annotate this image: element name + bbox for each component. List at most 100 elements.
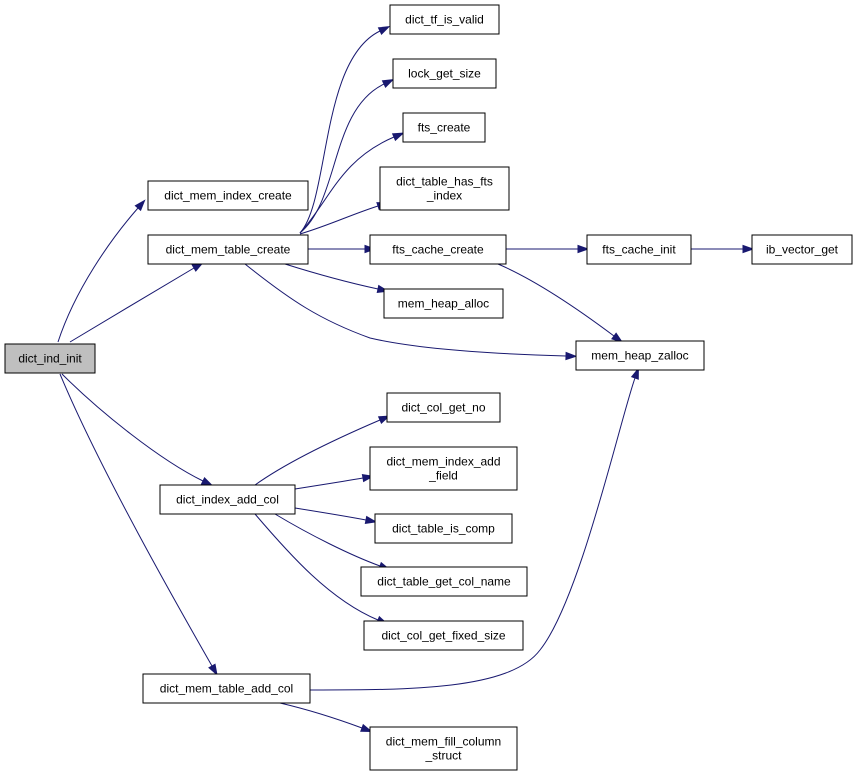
edge-line bbox=[299, 205, 379, 235]
node-dict_table_has_fts_index[interactable]: dict_table_has_fts_index bbox=[379, 166, 510, 211]
edge-line bbox=[254, 419, 381, 486]
edge-line bbox=[61, 373, 204, 482]
node-label: _field bbox=[428, 469, 458, 483]
edge-line bbox=[254, 513, 379, 621]
node-box[interactable] bbox=[379, 166, 510, 211]
node-box[interactable] bbox=[374, 513, 513, 544]
edge-line bbox=[309, 377, 636, 691]
edge-line bbox=[279, 702, 363, 729]
edge-dict_mem_table_create-to-dict_tf_is_valid bbox=[299, 25, 391, 234]
edge-fts_cache_init-to-ib_vector_get bbox=[691, 244, 755, 254]
edge-fts_cache_create-to-fts_cache_init bbox=[506, 244, 590, 254]
node-label: dict_mem_table_add_col bbox=[160, 682, 293, 696]
edge-line bbox=[299, 83, 385, 234]
edge-fts_cache_create-to-mem_heap_zalloc bbox=[497, 263, 624, 343]
node-label: dict_mem_table_create bbox=[166, 243, 291, 257]
edge-line bbox=[274, 513, 381, 567]
node-label: fts_cache_init bbox=[602, 243, 676, 257]
node-dict_mem_table_create[interactable]: dict_mem_table_create bbox=[147, 234, 309, 265]
node-fts_cache_init[interactable]: fts_cache_init bbox=[586, 234, 692, 265]
edge-dict_ind_init-to-dict_mem_table_create bbox=[69, 262, 204, 343]
node-dict_mem_table_add_col[interactable]: dict_mem_table_add_col bbox=[142, 673, 311, 704]
node-box[interactable] bbox=[147, 234, 309, 265]
edge-dict_index_add_col-to-dict_col_get_no bbox=[254, 415, 391, 486]
node-label: dict_col_get_no bbox=[401, 401, 485, 415]
node-label: _index bbox=[426, 189, 462, 203]
node-label: dict_table_is_comp bbox=[392, 522, 495, 536]
edge-dict_index_add_col-to-dict_mem_index_add_field bbox=[294, 473, 375, 490]
node-fts_cache_create[interactable]: fts_cache_create bbox=[369, 234, 507, 265]
edge-line bbox=[244, 263, 567, 357]
node-box[interactable] bbox=[575, 340, 705, 371]
node-label: dict_mem_index_create bbox=[164, 189, 292, 203]
node-box[interactable] bbox=[389, 4, 500, 35]
node-lock_get_size[interactable]: lock_get_size bbox=[392, 58, 497, 89]
node-fts_create[interactable]: fts_create bbox=[402, 112, 486, 143]
edge-line bbox=[299, 30, 381, 234]
node-mem_heap_alloc[interactable]: mem_heap_alloc bbox=[383, 288, 504, 319]
node-label: dict_mem_index_add bbox=[386, 455, 500, 469]
node-box[interactable] bbox=[386, 392, 501, 423]
edge-dict_mem_table_create-to-mem_heap_zalloc bbox=[244, 263, 578, 361]
node-label: mem_heap_alloc bbox=[398, 297, 489, 311]
node-dict_mem_index_add_field[interactable]: dict_mem_index_add_field bbox=[369, 446, 518, 491]
node-dict_index_add_col[interactable]: dict_index_add_col bbox=[159, 484, 296, 515]
node-box[interactable] bbox=[159, 484, 296, 515]
edge-line bbox=[59, 373, 213, 667]
edge-line bbox=[299, 136, 395, 234]
edge-dict_mem_table_create-to-mem_heap_alloc bbox=[284, 263, 390, 294]
node-label: dict_mem_fill_column bbox=[386, 735, 501, 749]
node-ib_vector_get[interactable]: ib_vector_get bbox=[751, 234, 853, 265]
node-dict_col_get_no[interactable]: dict_col_get_no bbox=[386, 392, 501, 423]
node-mem_heap_zalloc[interactable]: mem_heap_zalloc bbox=[575, 340, 705, 371]
node-box[interactable] bbox=[142, 673, 311, 704]
edge-line bbox=[294, 507, 367, 521]
node-label: dict_tf_is_valid bbox=[405, 13, 484, 27]
node-label: dict_table_get_col_name bbox=[377, 575, 511, 589]
arrowhead-icon bbox=[577, 244, 590, 254]
edge-line bbox=[294, 477, 364, 490]
edge-line bbox=[284, 263, 379, 290]
node-label: dict_ind_init bbox=[18, 352, 82, 366]
edge-dict_ind_init-to-dict_mem_table_add_col bbox=[59, 373, 218, 676]
node-label: lock_get_size bbox=[408, 67, 481, 81]
edge-line bbox=[69, 267, 195, 343]
node-box[interactable] bbox=[392, 58, 497, 89]
arrowhead-icon bbox=[200, 477, 214, 487]
edges-layer bbox=[57, 25, 755, 732]
node-box[interactable] bbox=[369, 234, 507, 265]
node-box[interactable] bbox=[360, 566, 528, 597]
node-box[interactable] bbox=[4, 343, 96, 374]
node-box[interactable] bbox=[383, 288, 504, 319]
edge-dict_index_add_col-to-dict_table_is_comp bbox=[294, 507, 378, 525]
node-box[interactable] bbox=[363, 620, 524, 651]
edge-dict_ind_init-to-dict_mem_index_create bbox=[57, 199, 146, 343]
arrowhead-icon bbox=[381, 79, 395, 89]
node-label: dict_index_add_col bbox=[176, 493, 279, 507]
node-dict_mem_fill_column_struct[interactable]: dict_mem_fill_column_struct bbox=[369, 726, 518, 771]
arrowhead-icon bbox=[391, 132, 405, 142]
arrowhead-icon bbox=[208, 663, 218, 676]
node-box[interactable] bbox=[369, 726, 518, 771]
edge-dict_mem_table_create-to-fts_create bbox=[299, 132, 405, 234]
node-box[interactable] bbox=[751, 234, 853, 265]
arrowhead-icon bbox=[364, 515, 378, 525]
node-label: dict_col_get_fixed_size bbox=[381, 629, 505, 643]
nodes-layer: dict_ind_init dict_mem_index_create dict_m… bbox=[4, 4, 853, 771]
node-dict_tf_is_valid[interactable]: dict_tf_is_valid bbox=[389, 4, 500, 35]
node-box[interactable] bbox=[369, 446, 518, 491]
arrowhead-icon bbox=[630, 367, 639, 380]
node-dict_table_is_comp[interactable]: dict_table_is_comp bbox=[374, 513, 513, 544]
node-label: dict_table_has_fts bbox=[396, 175, 493, 189]
node-dict_mem_index_create[interactable]: dict_mem_index_create bbox=[147, 180, 309, 211]
node-box[interactable] bbox=[147, 180, 309, 211]
node-label: fts_cache_create bbox=[392, 243, 484, 257]
node-dict_table_get_col_name[interactable]: dict_table_get_col_name bbox=[360, 566, 528, 597]
node-box[interactable] bbox=[402, 112, 486, 143]
node-dict_ind_init[interactable]: dict_ind_init bbox=[4, 343, 96, 374]
node-box[interactable] bbox=[586, 234, 692, 265]
edge-dict_ind_init-to-dict_index_add_col bbox=[61, 373, 214, 487]
arrowhead-icon bbox=[611, 332, 624, 343]
node-dict_col_get_fixed_size[interactable]: dict_col_get_fixed_size bbox=[363, 620, 524, 651]
